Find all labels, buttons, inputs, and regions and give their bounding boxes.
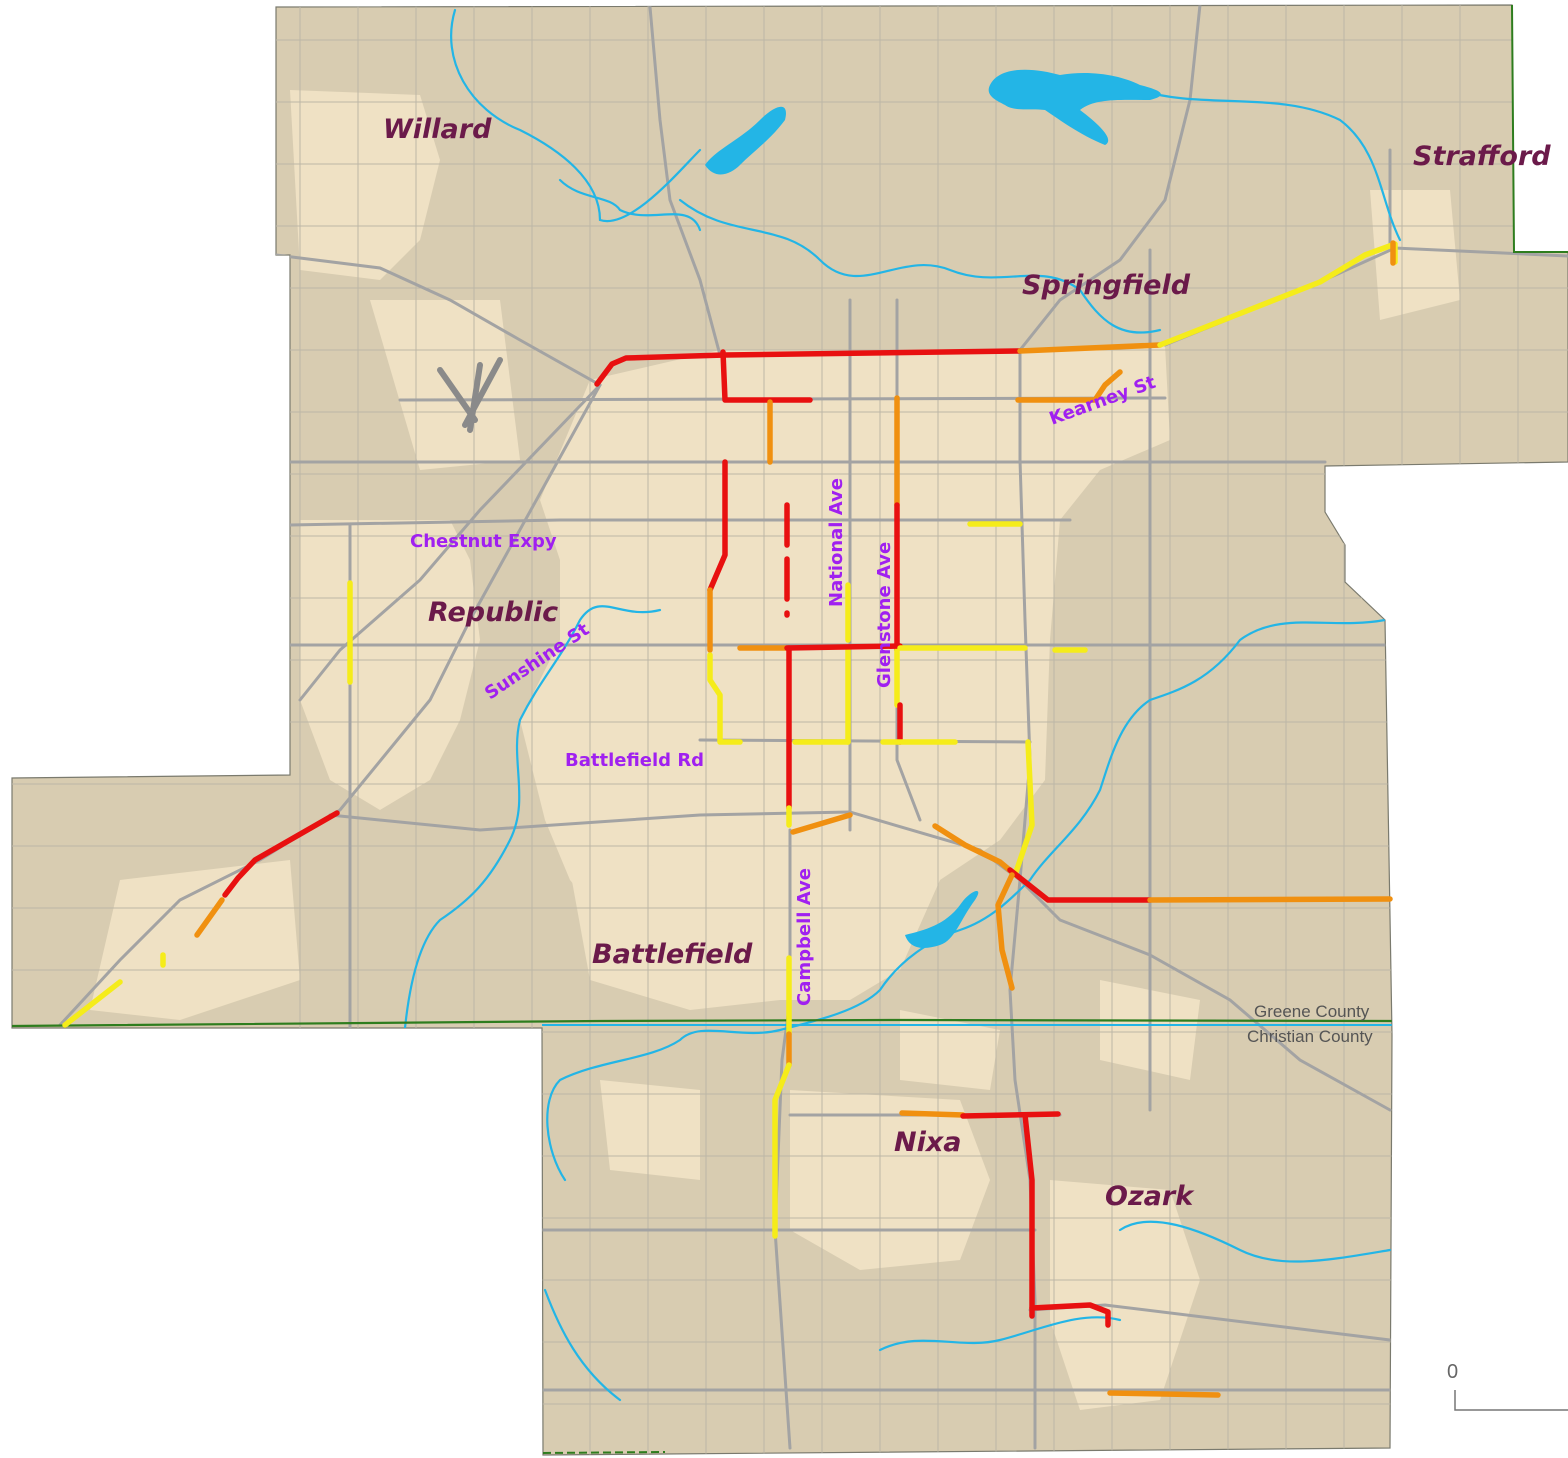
segment-high (960, 1111, 1061, 1119)
road-label-national-ave: National Ave (826, 478, 847, 607)
river-southwest (543, 1288, 622, 1402)
segment-high (222, 810, 340, 898)
congestion-segments (62, 240, 1398, 1398)
segment-high (1007, 867, 1153, 903)
county-boundary-line (12, 1018, 1393, 1028)
road-label-battlefield-rd: Battlefield Rd (565, 750, 704, 771)
county-label-christian: Christian County (1247, 1027, 1373, 1046)
airport-icon (437, 357, 503, 433)
rivers (403, 8, 1402, 1402)
road-label-chestnut-expy: Chestnut Expy (410, 531, 557, 552)
springfield-urban-area (520, 345, 1170, 1000)
route-13-north (648, 5, 722, 357)
segment-medium (1015, 369, 1123, 403)
city-label-springfield: Springfield (1022, 270, 1191, 301)
chestnut-road (288, 518, 1072, 527)
segment-medium (995, 872, 1015, 991)
south-county-edge (542, 1451, 666, 1454)
interstate-44 (274, 253, 602, 387)
road-label-campbell-ave: Campbell Ave (794, 868, 815, 1006)
county-label-greene: Greene County (1254, 1002, 1370, 1021)
city-label-nixa: Nixa (894, 1127, 962, 1158)
urban-areas (90, 90, 1460, 1410)
segment-medium (932, 823, 1015, 875)
campbell-south (773, 828, 792, 1450)
segment-medium (1147, 896, 1393, 903)
segment-high (707, 459, 728, 593)
segment-low (772, 1062, 792, 1239)
river-upper (1138, 88, 1402, 242)
road-label-glenstone-ave: Glenstone Ave (874, 542, 895, 688)
city-label-strafford: Strafford (1413, 141, 1551, 172)
river-south (878, 1316, 1122, 1352)
james-river (546, 618, 1387, 1182)
city-label-willard: Willard (383, 114, 492, 145)
city-labels: Willard Strafford Springfield Republic B… (383, 114, 1551, 1212)
segment-medium (194, 897, 225, 938)
segment-medium (1017, 342, 1163, 354)
strafford-urban-area (1370, 190, 1460, 320)
urban-patch (600, 1080, 700, 1180)
county-boundary (12, 1018, 1393, 1028)
urban-patch (370, 300, 520, 470)
ozark-urban-area (1050, 1180, 1200, 1410)
segment-high (1022, 1112, 1035, 1319)
segment-medium (790, 812, 853, 835)
county-labels: Greene County Christian County (1247, 1002, 1373, 1046)
city-label-republic: Republic (428, 597, 558, 628)
segment-medium (1107, 1390, 1221, 1398)
segment-low (707, 652, 743, 745)
lakes (705, 69, 1161, 948)
us-60-west (298, 383, 602, 702)
nixa-urban-area (790, 1090, 990, 1270)
segment-low (1012, 739, 1035, 878)
lake-springfield (905, 890, 979, 948)
river-north (558, 178, 702, 232)
segment-high (784, 643, 903, 651)
river-southeast (1118, 1220, 1392, 1263)
segment-high (1029, 1302, 1111, 1328)
little-sac-river (450, 8, 702, 223)
segment-high (594, 348, 1023, 387)
fellows-lake (988, 69, 1161, 145)
battlefield-road (698, 738, 1032, 744)
segment-high (720, 349, 813, 403)
battlefield-urban-area (570, 860, 790, 1010)
segment-low (62, 979, 123, 1028)
river-northeast (678, 198, 1162, 334)
willard-urban-area (290, 90, 440, 280)
city-label-battlefield: Battlefield (592, 939, 753, 970)
us-160 (1018, 878, 1392, 1112)
wilsons-creek (403, 605, 662, 1030)
republic-urban-area (300, 520, 480, 810)
scale-bar-line (1454, 1390, 1568, 1411)
mcdaniel-lake (705, 106, 786, 175)
urban-patch (900, 1010, 1000, 1090)
scale-bar-zero-label: 0 (1447, 1361, 1458, 1383)
east-county-edge (1511, 4, 1568, 253)
segment-medium (899, 1110, 966, 1118)
city-label-ozark: Ozark (1105, 1181, 1195, 1212)
scale-bar: 0 (1447, 1361, 1568, 1411)
southwest-urban-area (90, 860, 300, 1020)
